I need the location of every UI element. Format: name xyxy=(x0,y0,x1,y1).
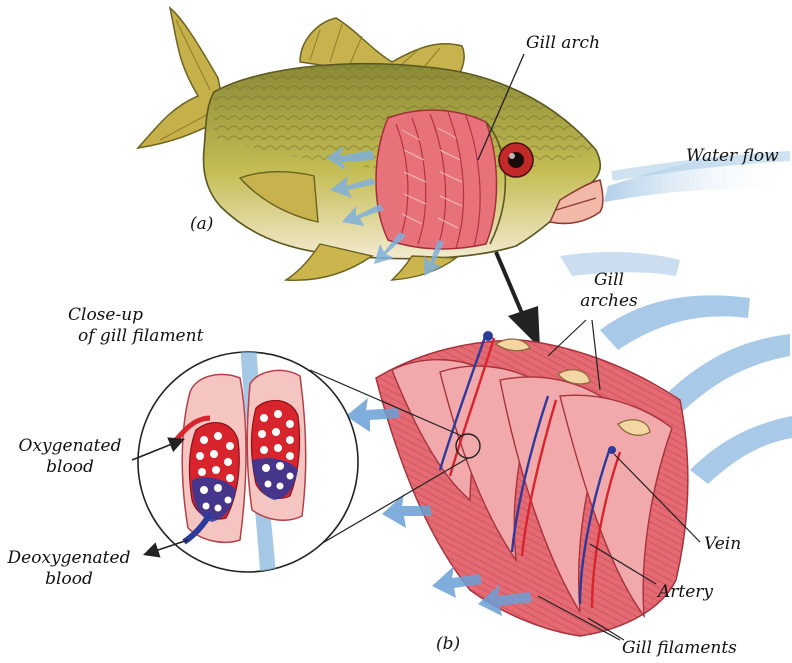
oxygenated-line2: blood xyxy=(10,457,130,478)
gill-filaments-label: Gill filaments xyxy=(622,638,737,659)
artery-label: Artery xyxy=(658,582,713,603)
water-flow-label: Water flow xyxy=(686,146,779,167)
deoxygenated-line1: Deoxygenated xyxy=(4,548,134,569)
vein-label: Vein xyxy=(704,534,741,555)
closeup-label-line1: Close-up xyxy=(68,305,203,326)
gill-arches-label-line1: Gill xyxy=(574,270,644,291)
deoxygenated-blood-label: Deoxygenated blood xyxy=(4,548,134,590)
closeup-label-line2: of gill filament xyxy=(78,326,203,347)
gill-arch-label: Gill arch xyxy=(526,33,600,54)
gill-filament-closeup xyxy=(138,340,358,628)
deoxygenated-line2: blood xyxy=(4,569,134,590)
closeup-label: Close-up of gill filament xyxy=(68,305,203,347)
oxygenated-blood-label: Oxygenated blood xyxy=(10,436,130,478)
gill-arches-label: Gill arches xyxy=(574,270,644,312)
gill-arches-label-line2: arches xyxy=(574,291,644,312)
panel-b-label: (b) xyxy=(436,634,460,655)
oxygenated-line1: Oxygenated xyxy=(10,436,130,457)
panel-a-label: (a) xyxy=(190,214,213,235)
capillary-network-right xyxy=(252,400,300,500)
zoom-arrow xyxy=(496,252,540,348)
gill-arches-closeup xyxy=(346,252,792,636)
